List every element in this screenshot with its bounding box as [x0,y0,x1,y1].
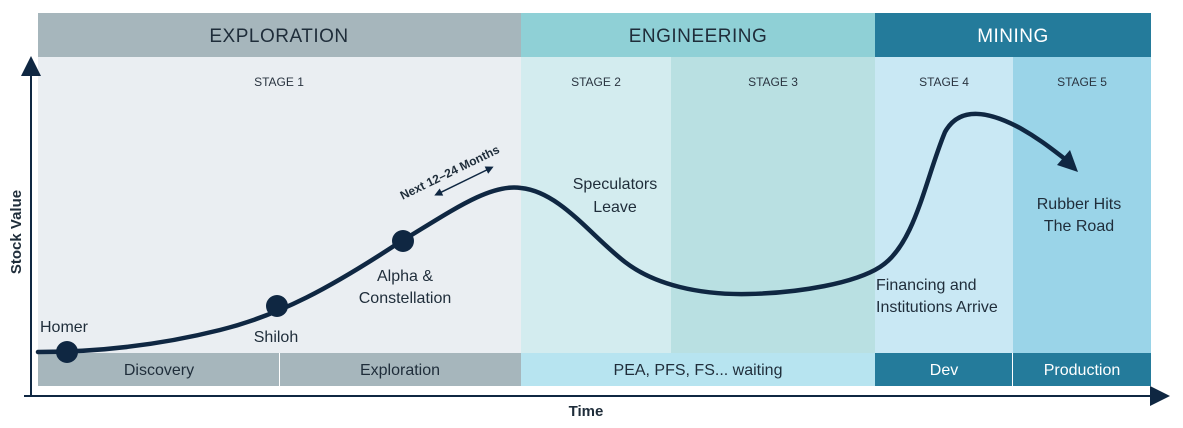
double-arrow [439,168,489,194]
arrow-left-head [434,188,444,196]
stage4-panel [875,57,1013,353]
exploration-bar [280,353,521,386]
alpha-constellation-dot [392,230,414,252]
financing-label: Financing and [876,277,977,294]
rubber-label: Rubber Hits [1037,196,1121,213]
engineering-phase-label: ENGINEERING [629,26,768,47]
waiting-bar [521,353,875,386]
mining-header [875,13,1151,57]
speculators-label: Speculators [573,176,658,193]
stage2-label: STAGE 2 [571,75,621,89]
stage2-panel [521,57,671,353]
leave-label: Leave [593,199,637,216]
exploration-phase-label: EXPLORATION [209,26,348,47]
stage5-label: STAGE 5 [1057,75,1107,89]
engineering-header [521,13,875,57]
mining-phase-label: MINING [977,26,1049,47]
discovery-bar [38,353,279,386]
homer-dot [56,341,78,363]
stage3-panel [671,57,875,353]
discovery-label: Discovery [124,362,194,379]
production-label: Production [1044,362,1121,379]
homer-label: Homer [40,319,89,336]
x-axis-title: Time [569,403,604,420]
stage4-label: STAGE 4 [919,75,969,89]
stock-value-curve [35,111,1075,355]
institutions-label: Institutions Arrive [876,299,998,316]
arrow-right-head [484,166,494,174]
dev-label: Dev [930,362,958,379]
stage5-panel [1013,57,1151,353]
stage3-label: STAGE 3 [748,75,798,89]
dev-bar [875,353,1012,386]
constellation-label: Constellation [359,290,452,307]
road-label: The Road [1044,218,1114,235]
exploration-header [38,13,521,57]
alpha-label: Alpha & [377,268,433,285]
stage1-label: STAGE 1 [254,75,304,89]
exploration-bar-label: Exploration [360,362,440,379]
shiloh-dot [266,295,288,317]
curve-arrowhead [1057,150,1078,172]
shiloh-label: Shiloh [254,329,298,346]
waiting-label: PEA, PFS, FS... waiting [614,362,783,379]
production-bar [1013,353,1151,386]
y-axis-title: Stock Value [8,190,25,274]
